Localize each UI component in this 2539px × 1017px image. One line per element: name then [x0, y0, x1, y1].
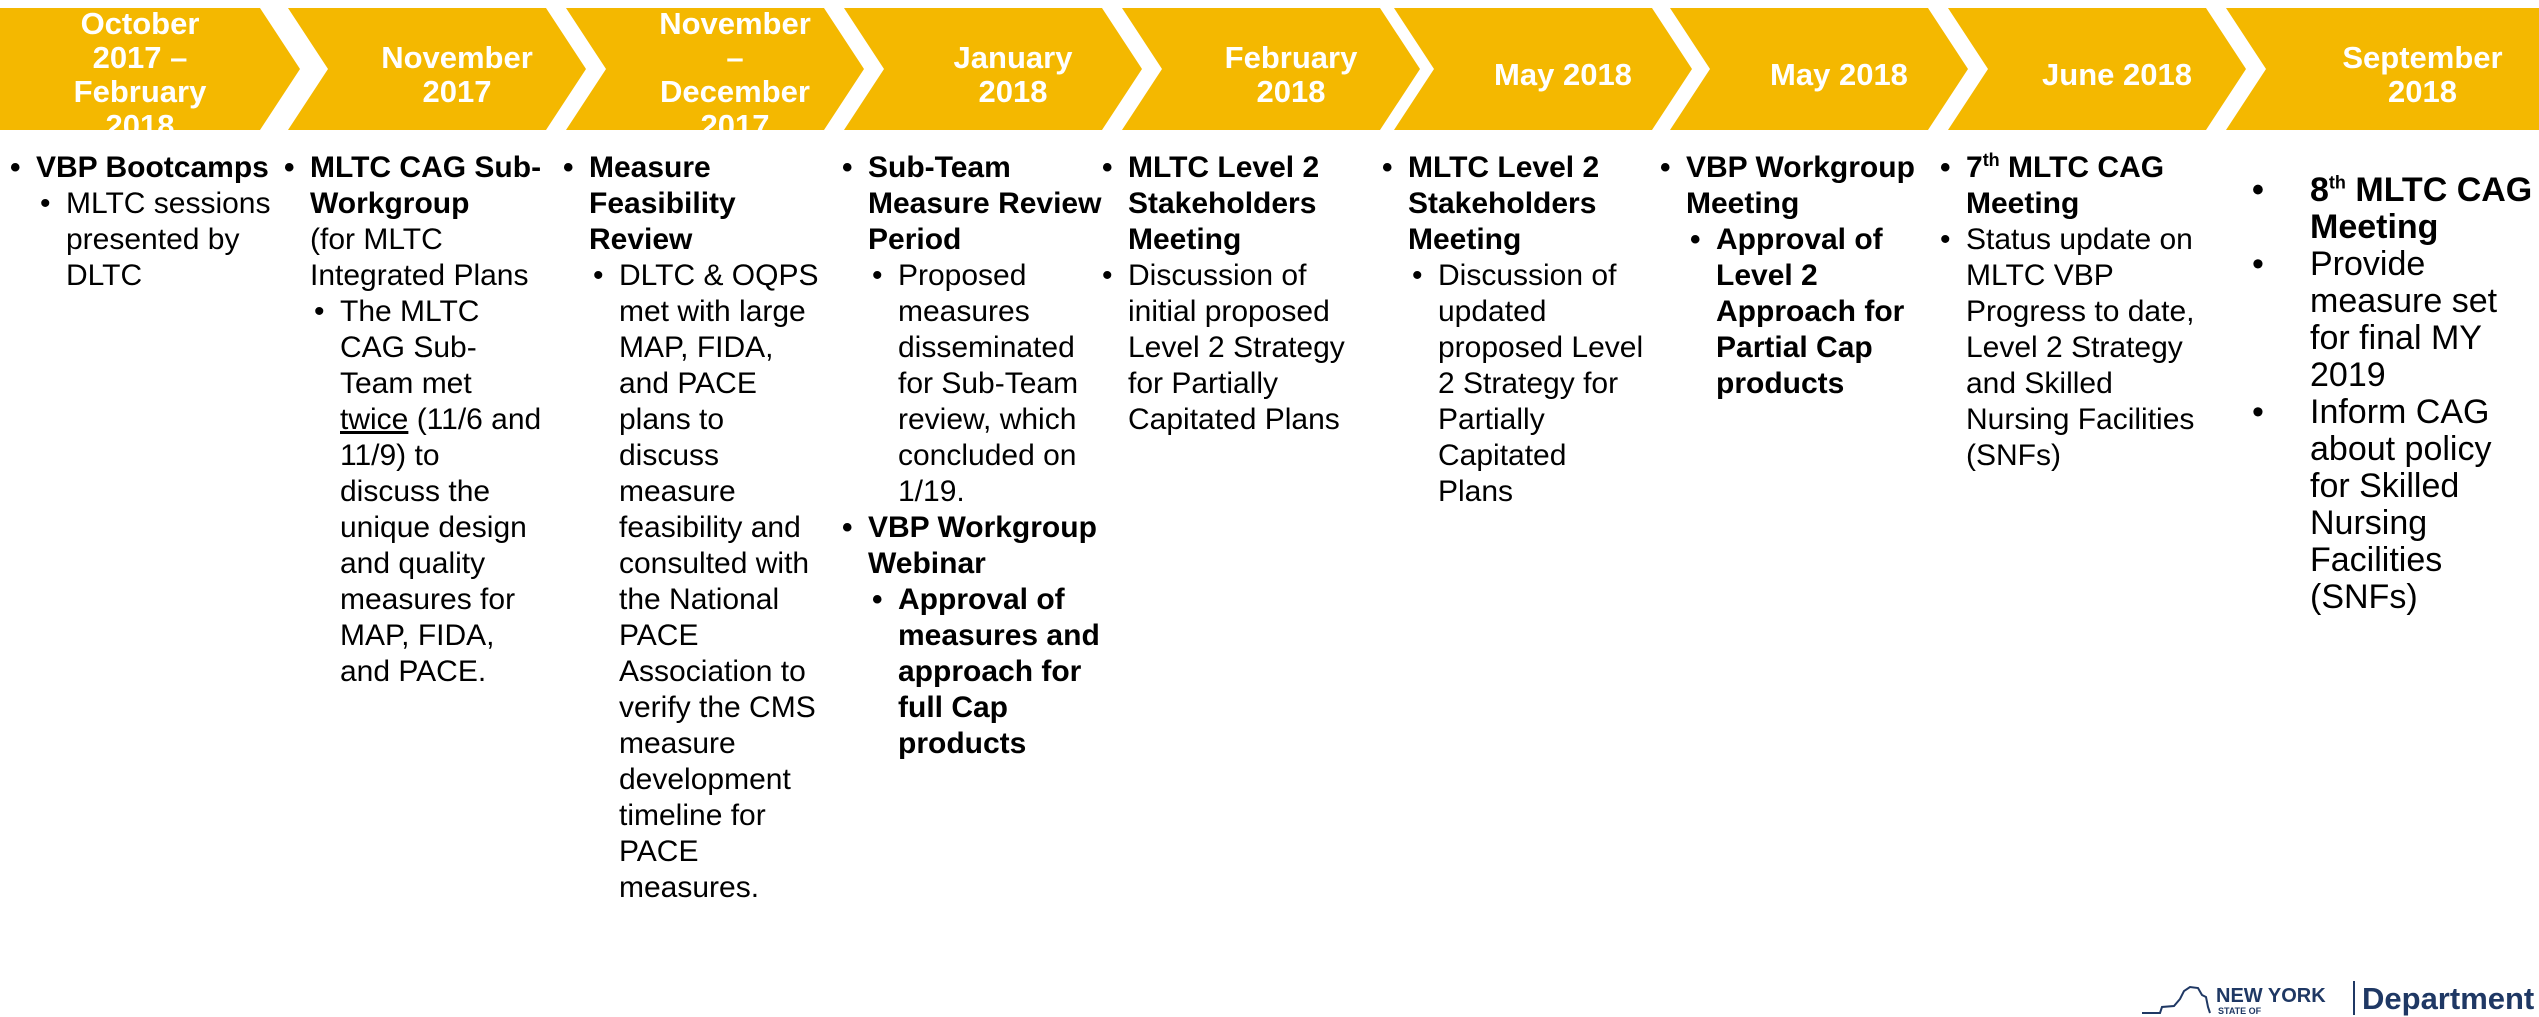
chevron-label-9: September 2018	[2342, 40, 2503, 109]
chevron-7	[1670, 8, 1968, 130]
logo-state-of: STATE OF	[2218, 1006, 2262, 1016]
column-6: •MLTC Level 2 Stakeholders Meeting •Disc…	[1382, 150, 1644, 510]
chevron-3	[566, 8, 864, 130]
column-1-heading: •VBP Bootcamps	[10, 151, 269, 184]
column-2-heading-note: (for MLTC Integrated Plans	[310, 223, 529, 292]
chevron-label-wrap-1: October 2017 – February 2018	[0, 0, 280, 150]
chevron-label-3: November – December 2017	[659, 6, 811, 143]
column-4-bold-detail: •Approval of measures and approach for f…	[872, 583, 1100, 760]
chevron-8	[1948, 8, 2246, 130]
column-1: •VBP Bootcamps •MLTC sessions presented …	[10, 150, 272, 294]
column-8: •7th MLTC CAG Meeting •Status update on …	[1940, 150, 2202, 474]
chevron-label-wrap-6: May 2018	[1434, 0, 1692, 150]
column-2-underlined: twice	[340, 403, 409, 436]
column-6-heading: •MLTC Level 2 Stakeholders Meeting	[1382, 151, 1600, 256]
column-2-heading: •MLTC CAG Sub-Workgroup	[284, 151, 542, 220]
column-9: •8th MLTC CAG Meeting •Provide measure s…	[2230, 172, 2539, 616]
chevron-label-7: May 2018	[1770, 57, 1908, 92]
timeline-chevrons	[0, 8, 2539, 130]
column-7-heading: •VBP Workgroup Meeting	[1660, 151, 1915, 220]
column-4-detail: •Proposed measures disseminated for Sub-…	[872, 259, 1079, 508]
chevron-label-wrap-8: June 2018	[1988, 0, 2246, 150]
logo-new-york: NEW YORK	[2216, 985, 2326, 1007]
chevron-label-1: October 2017 – February 2018	[73, 6, 207, 143]
column-5-heading: •MLTC Level 2 Stakeholders Meeting	[1102, 151, 1320, 256]
column-3-detail: •DLTC & OQPS met with large MAP, FIDA, a…	[593, 259, 819, 904]
chevron-label-wrap-5: February 2018	[1162, 0, 1420, 150]
column-4-heading: •Sub-Team Measure Review Period	[842, 151, 1102, 256]
chevron-1	[0, 8, 300, 130]
column-9-heading: •8th MLTC CAG Meeting	[2252, 171, 2533, 246]
column-4: •Sub-Team Measure Review Period •Propose…	[842, 150, 1108, 762]
chevron-label-8: June 2018	[2042, 57, 2192, 92]
column-8-detail: •Status update on MLTC VBP Progress to d…	[1940, 223, 2195, 472]
chevron-label-2: November 2017	[381, 40, 533, 109]
chevron-label-4: January 2018	[953, 40, 1073, 109]
logo-department: Department	[2362, 981, 2535, 1016]
chevron-label-5: February 2018	[1224, 40, 1358, 109]
chevron-label-wrap-7: May 2018	[1710, 0, 1968, 150]
chevron-9	[2226, 8, 2539, 130]
column-2: •MLTC CAG Sub-Workgroup (for MLTC Integr…	[284, 150, 546, 690]
nys-department-logo: NEW YORK STATE OF Department	[2140, 981, 2539, 1016]
column-7-bold-detail: •Approval of Level 2 Approach for Partia…	[1690, 223, 1905, 400]
chevron-label-wrap-9: September 2018	[2266, 0, 2539, 150]
column-7: •VBP Workgroup Meeting •Approval of Leve…	[1660, 150, 1922, 402]
chevron-label-wrap-2: November 2017	[328, 0, 586, 150]
column-9-detail-2: •Inform CAG about policy for Skilled Nur…	[2252, 393, 2492, 616]
column-5-detail: •Discussion of initial proposed Level 2 …	[1102, 259, 1345, 436]
chevron-4	[844, 8, 1142, 130]
chevron-5	[1122, 8, 1420, 130]
column-6-detail: •Discussion of updated proposed Level 2 …	[1412, 259, 1644, 508]
column-4-heading-2: •VBP Workgroup Webinar	[842, 511, 1097, 580]
chevron-label-6: May 2018	[1494, 57, 1632, 92]
chevron-2	[288, 8, 586, 130]
chevron-label-wrap-4: January 2018	[884, 0, 1142, 150]
column-8-heading: •7th MLTC CAG Meeting	[1940, 150, 2165, 220]
column-9-detail-1: •Provide measure set for final MY 2019	[2252, 245, 2498, 394]
column-3-heading: •Measure Feasibility Review	[563, 151, 736, 256]
column-3: •Measure Feasibility Review •DLTC & OQPS…	[563, 150, 825, 906]
logo-divider	[2353, 981, 2355, 1015]
chevron-6	[1394, 8, 1692, 130]
column-1-detail: •MLTC sessions presented by DLTC	[40, 187, 271, 292]
column-5: •MLTC Level 2 Stakeholders Meeting •Disc…	[1102, 150, 1364, 438]
chevron-label-wrap-3: November – December 2017	[606, 0, 864, 150]
new-york-state-map-icon	[2142, 985, 2211, 1014]
column-2-detail: •The MLTC CAG Sub-Team met twice (11/6 a…	[314, 295, 542, 688]
